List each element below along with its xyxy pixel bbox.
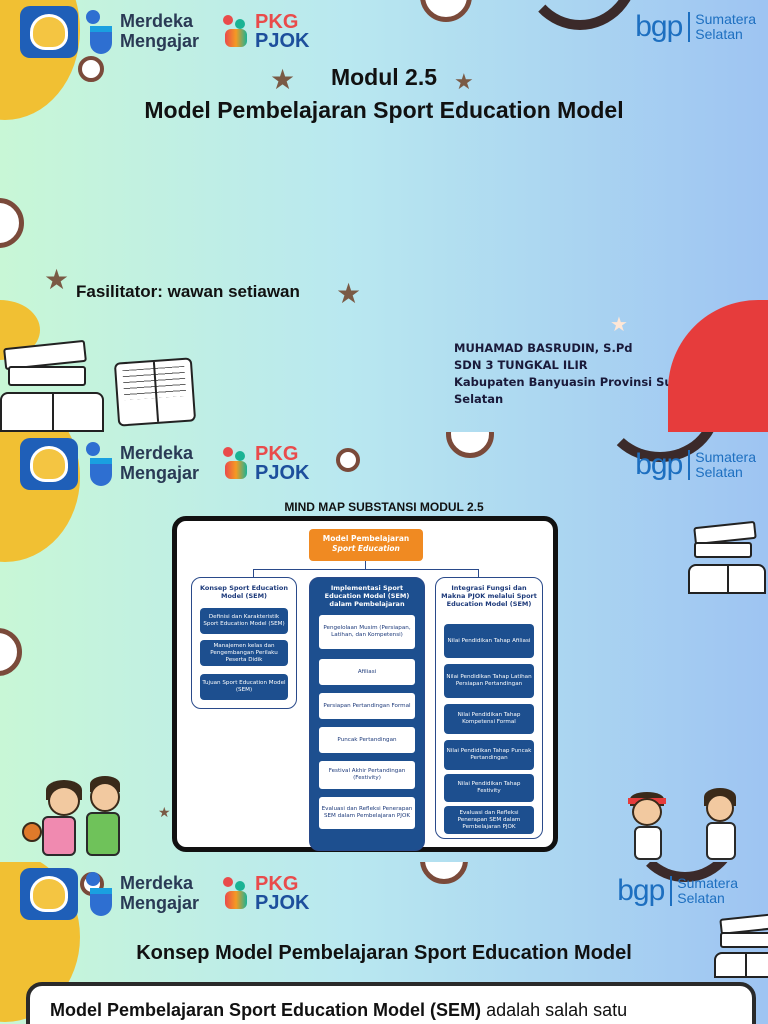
star-icon: ★ bbox=[44, 263, 70, 296]
mind-map-node: Puncak Pertandingan bbox=[318, 726, 416, 754]
tut-wuri-logo-icon bbox=[20, 438, 78, 490]
konsep-body: Model Pembelajaran Sport Education Model… bbox=[26, 982, 756, 1024]
mind-map-node: Nilai Pendidikan Tahap Latihan Persiapan… bbox=[444, 664, 534, 698]
mind-map-column-konsep: Konsep Sport Education Model (SEM) Defin… bbox=[191, 577, 297, 709]
bgp-word: bgp bbox=[617, 874, 665, 907]
pkg-figure-icon bbox=[221, 877, 251, 911]
merdeka-mengajar-logo-icon bbox=[86, 10, 112, 54]
mind-map-heading: MIND MAP SUBSTANSI MODUL 2.5 bbox=[284, 500, 484, 514]
merdeka-mengajar-logo-icon bbox=[86, 872, 112, 916]
mind-map-column-implementasi: Implementasi Sport Education Model (SEM)… bbox=[309, 577, 425, 851]
cover-title: Modul 2.5 Model Pembelajaran Sport Educa… bbox=[144, 64, 624, 123]
konsep-title: Konsep Model Pembelajaran Sport Educatio… bbox=[136, 942, 632, 964]
star-icon: ★ bbox=[158, 805, 171, 821]
mind-map-node: Pengelolaan Musim (Persiapan, Latihan, d… bbox=[318, 614, 416, 650]
ring-decoration bbox=[420, 862, 468, 884]
mind-map-node: Evaluasi dan Refleksi Penerapan SEM dala… bbox=[444, 806, 534, 834]
ring-decoration bbox=[420, 0, 472, 22]
mind-map-node: Tujuan Sport Education Model (SEM) bbox=[200, 674, 288, 700]
konsep-body-rest: adalah salah satu bbox=[481, 1000, 628, 1020]
facilitator-label: Fasilitator: wawan setiawan bbox=[76, 282, 300, 301]
mind-map-column-integrasi: Integrasi Fungsi dan Makna PJOK melalui … bbox=[435, 577, 543, 839]
ring-decoration bbox=[336, 448, 360, 472]
konsep-body-bold: Model Pembelajaran Sport Education Model… bbox=[50, 1000, 482, 1020]
arc-decoration bbox=[520, 0, 640, 30]
pkg-figure-icon bbox=[221, 15, 251, 49]
mind-map-node: Nilai Pendidikan Tahap Kompetensi Formal bbox=[444, 704, 534, 734]
mind-map-node: Festival Akhir Pertandingan (Festivity) bbox=[318, 760, 416, 790]
ring-decoration bbox=[78, 56, 104, 82]
ring-decoration bbox=[446, 432, 494, 458]
pkg-figure-icon bbox=[221, 447, 251, 481]
mind-map-node: Afiliasi bbox=[318, 658, 416, 686]
mind-map-node: Definisi dan Karakteristik Sport Educati… bbox=[200, 608, 288, 634]
star-icon: ★ bbox=[336, 277, 362, 310]
mind-map-node: Persiapan Pertandingan Formal bbox=[318, 692, 416, 720]
mind-map-node: Nilai Pendidikan Tahap Afiliasi bbox=[444, 624, 534, 658]
mind-map-node: Manajemen kelas dan Pengembangan Perilak… bbox=[200, 640, 288, 666]
star-icon: ★ bbox=[610, 312, 628, 336]
bgp-word: bgp bbox=[635, 10, 683, 43]
star-icon: ★ bbox=[454, 70, 474, 95]
merdeka-mengajar-logo-icon bbox=[86, 442, 112, 486]
red-corner-shape bbox=[668, 300, 768, 432]
author-info: MUHAMAD BASRUDIN, S.Pd SDN 3 TUNGKAL ILI… bbox=[454, 341, 720, 406]
mind-map-node: Nilai Pendidikan Tahap Festivity bbox=[444, 774, 534, 802]
ring-decoration bbox=[0, 628, 22, 676]
tut-wuri-logo-icon bbox=[20, 868, 78, 920]
ring-decoration bbox=[0, 198, 24, 248]
bgp-word: bgp bbox=[635, 448, 683, 481]
mind-map-node: Nilai Pendidikan Tahap Puncak Pertanding… bbox=[444, 740, 534, 770]
mind-map-node: Evaluasi dan Refleksi Penerapan SEM dala… bbox=[318, 796, 416, 830]
star-icon: ★ bbox=[270, 63, 296, 96]
tut-wuri-logo-icon bbox=[20, 6, 78, 58]
